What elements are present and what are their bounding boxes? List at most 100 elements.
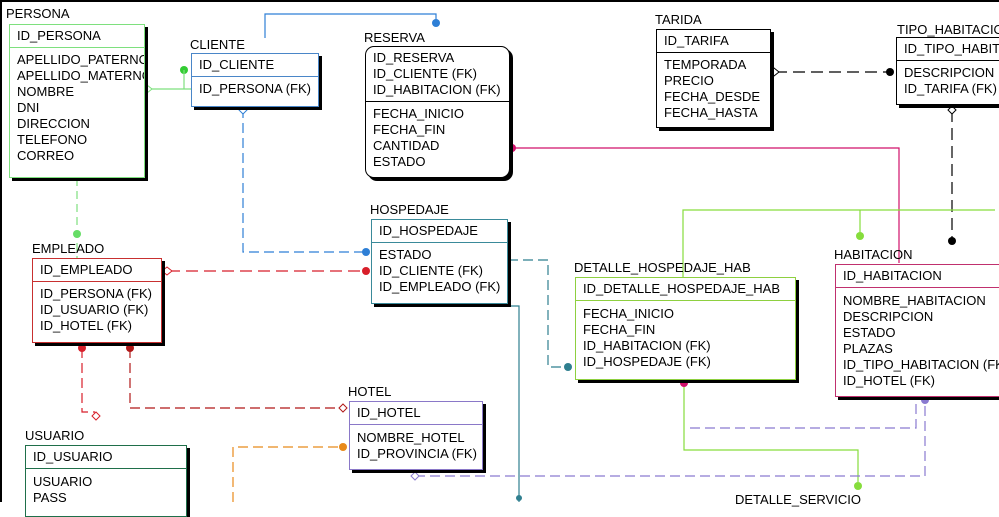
attr-id-tarifa-fk: ID_TARIFA (FK) [904,81,997,96]
entity-usuario[interactable]: ID_USUARIO USUARIO PASS [25,445,187,517]
attr-id-provincia-fk: ID_PROVINCIA (FK) [357,446,477,461]
attr-fecha-inicio: FECHA_INICIO [583,306,675,321]
pk-id-habitacion-fk: ID_HABITACION (FK) [373,82,501,97]
pk-id-cliente-fk: ID_CLIENTE (FK) [373,66,478,81]
attr-fecha-fin: FECHA_FIN [373,122,446,137]
attr-id-hotel-fk: ID_HOTEL (FK) [40,318,132,333]
attr-correo: CORREO [17,148,75,163]
rel-usuario-empleado [81,348,95,413]
entity-title-detalle-hospedaje-hab: DETALLE_HOSPEDAJE_HAB [574,260,751,275]
rel-hotel-habitacion [415,400,926,477]
entity-title-hotel: HOTEL [348,384,392,399]
attr-pass: PASS [33,490,67,505]
attr-id-persona-fk: ID_PERSONA (FK) [40,286,152,301]
rel-habitacion-detalle [682,209,995,278]
pk-id-reserva: ID_RESERVA [373,50,455,65]
attr-direccion: DIRECCION [17,116,90,131]
rel-detalle-servicio [683,383,859,482]
canvas-border-top [0,0,999,2]
entity-title-habitacion: HABITACION [834,247,913,262]
entity-title-persona: PERSONA [6,6,70,21]
attr-nombre-habitacion: NOMBRE_HABITACION [843,293,986,308]
attr-id-habitacion-fk: ID_HABITACION (FK) [583,338,711,353]
rel-usuario-empleado-diamond [91,411,101,421]
attr-estado: ESTADO [843,325,896,340]
attr-id-usuario-fk: ID_USUARIO (FK) [40,302,149,317]
pk-id-persona: ID_PERSONA [17,28,101,43]
pk-id-empleado: ID_EMPLEADO [40,262,133,277]
attr-cantidad: CANTIDAD [373,138,440,153]
entity-hotel[interactable]: ID_HOTEL NOMBRE_HOTEL ID_PROVINCIA (FK) [349,401,483,470]
rel-hotel-empleado [129,348,343,409]
entity-hospedaje[interactable]: ID_HOSPEDAJE ESTADO ID_CLIENTE (FK) ID_E… [371,219,508,304]
entity-empleado[interactable]: ID_EMPLEADO ID_PERSONA (FK) ID_USUARIO (… [32,258,162,343]
attr-precio: PRECIO [664,73,714,88]
rel-usuario-empleado-end [78,344,86,352]
entity-reserva[interactable]: ID_RESERVA ID_CLIENTE (FK) ID_HABITACION… [365,46,510,178]
attr-telefono: TELEFONO [17,132,88,147]
attr-fecha-inicio: FECHA_INICIO [373,106,465,121]
pk-id-usuario: ID_USUARIO [33,449,113,464]
attr-id-cliente-fk: ID_CLIENTE (FK) [379,263,484,278]
rel-hospedaje-down-end [516,495,522,501]
entity-title-tarida: TARIDA [655,12,702,27]
rel-detalle-servicio-end [854,482,862,490]
attr-id-empleado-fk: ID_EMPLEADO (FK) [379,279,501,294]
entity-title-empleado: EMPLEADO [32,241,105,256]
rel-hotel-empleado-end [126,344,134,352]
pk-id-hospedaje: ID_HOSPEDAJE [379,223,478,238]
rel-cliente-hospedaje-diamond [238,105,248,115]
attr-temporada: TEMPORADA [664,57,747,72]
pk-id-detalle-hospedaje-hab: ID_DETALLE_HOSPEDAJE_HAB [583,281,780,296]
entity-detalle-hospedaje-hab[interactable]: ID_DETALLE_HOSPEDAJE_HAB FECHA_INICIO FE… [575,277,796,380]
attr-usuario: USUARIO [33,474,93,489]
entity-title-reserva: RESERVA [364,30,425,45]
rel-provincia-hotel [232,446,343,502]
entity-persona[interactable]: ID_PERSONA APELLIDO_PATERNO APELLIDO_MAT… [9,24,145,178]
attr-estado: ESTADO [373,154,426,169]
rel-cliente-reserva [264,13,437,38]
entity-title-usuario: USUARIO [25,428,85,443]
rel-habitacion-reserva-end [508,144,516,152]
rel-habitacion-reserva [512,147,900,263]
rel-tipo-habitacion-diamond [947,105,957,115]
attr-estado: ESTADO [379,247,432,262]
entity-title-tipo-habitacion: TIPO_HABITACION [897,22,999,37]
attr-fecha-hasta: FECHA_HASTA [664,105,758,120]
rel-hospedaje-detalle-end [564,363,572,371]
rel-empleado-hospedaje-end [362,267,370,275]
rel-cliente-hospedaje [242,108,366,253]
rel-cliente-hospedaje-end [362,248,370,256]
entity-cliente[interactable]: ID_CLIENTE ID_PERSONA (FK) [191,53,319,107]
rel-hospedaje-detalle [508,259,568,368]
entity-title-detalle-servicio: DETALLE_SERVICIO [735,492,861,507]
entity-title-hospedaje: HOSPEDAJE [370,202,449,217]
attr-id-tipo-habitacion-fk: ID_TIPO_HABITACION (FK) [843,357,999,372]
entity-tipo-habitacion[interactable]: ID_TIPO_HABITACION DESCRIPCION ID_TARIFA… [896,37,999,105]
entity-title-cliente: CLIENTE [190,37,245,52]
attr-fecha-desde: FECHA_DESDE [664,89,761,104]
rel-hotel-empleado-diamond [338,403,348,413]
pk-id-cliente: ID_CLIENTE [199,57,275,72]
rel-provincia-hotel-end [339,443,347,451]
pk-id-tipo-habitacion: ID_TIPO_HABITACION [904,41,999,56]
rel-persona-empleado-end [73,230,81,238]
canvas-border-left [0,0,2,502]
entity-tarida[interactable]: ID_TARIFA TEMPORADA PRECIO FECHA_DESDE F… [656,29,771,128]
attr-dni: DNI [17,100,40,115]
attr-apellido-paterno: APELLIDO_PATERNO [17,52,145,67]
rel-detalle-servicio-start [680,379,688,387]
attr-descripcion: DESCRIPCION [904,65,995,80]
attr-nombre: NOMBRE [17,84,75,99]
rel-cliente-reserva-end [432,19,440,27]
attr-descripcion: DESCRIPCION [843,309,934,324]
rel-tipo-habitacion-end [948,237,956,245]
attr-id-hospedaje-fk: ID_HOSPEDAJE (FK) [583,354,711,369]
attr-apellido-materno: APELLIDO_MATERNO [17,68,145,83]
rel-tarifa-tipo-end [886,68,894,76]
rel-hospedaje-down [470,305,520,502]
relationship-lines [73,13,995,502]
pk-id-hotel: ID_HOTEL [357,405,421,420]
entity-habitacion[interactable]: ID_HABITACION NOMBRE_HABITACION DESCRIPC… [835,264,999,397]
